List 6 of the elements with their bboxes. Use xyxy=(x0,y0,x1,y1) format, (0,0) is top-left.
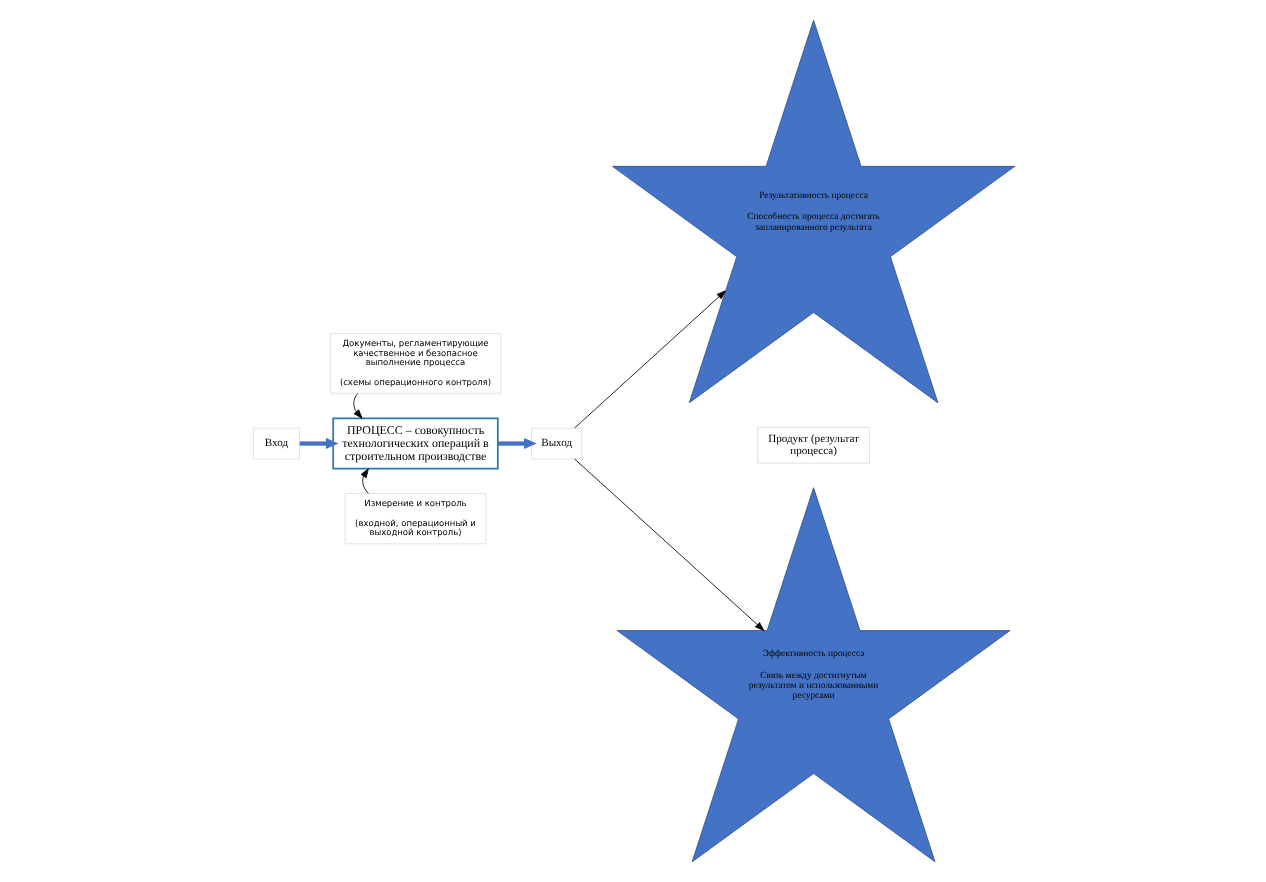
arrow xyxy=(496,438,536,450)
arrow xyxy=(352,392,362,419)
arrow xyxy=(298,438,338,450)
arrow xyxy=(573,458,764,631)
arrow xyxy=(359,468,368,494)
arrow xyxy=(573,290,725,429)
